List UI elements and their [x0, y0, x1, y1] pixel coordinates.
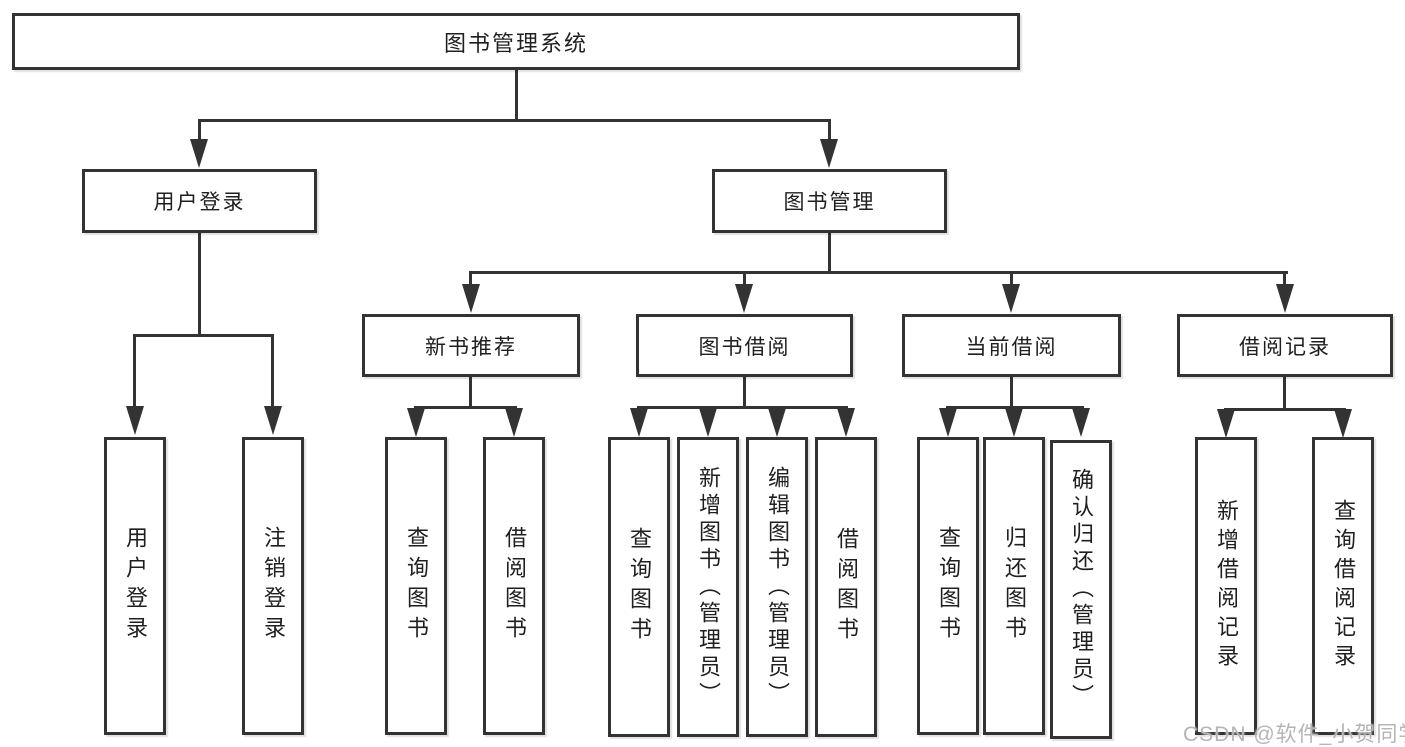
leaf-edit-books-admin: 编辑图书（管理员）: [746, 437, 808, 737]
leaf-confirm-return-admin: 确认归还（管理员）: [1050, 440, 1112, 739]
connector-line: [515, 70, 518, 121]
leaf-label: 确认归还（管理员）: [1069, 468, 1094, 711]
arrow-down-icon: [126, 406, 144, 435]
leaf-user-login: 用户登录: [104, 437, 166, 735]
connector-line: [637, 406, 848, 409]
connector-line: [1224, 408, 1346, 411]
leaf-label: 借阅图书: [834, 527, 859, 647]
connector-line: [470, 271, 1288, 274]
connector-line: [469, 271, 472, 284]
node-user-login: 用户登录: [82, 169, 317, 233]
arrow-down-icon: [1072, 408, 1090, 437]
leaf-query-books: 查询图书: [917, 437, 979, 735]
connector-line: [1283, 377, 1286, 410]
connector-line: [414, 406, 517, 409]
leaf-label: 新增借阅记录: [1214, 499, 1239, 673]
node-book-management: 图书管理: [712, 169, 947, 233]
arrow-down-icon: [735, 284, 753, 313]
arrow-down-icon: [264, 406, 282, 435]
leaf-label: 编辑图书（管理员）: [765, 465, 790, 709]
leaf-label: 归还图书: [1002, 526, 1027, 646]
leaf-label: 查询图书: [936, 526, 961, 646]
arrow-down-icon: [190, 139, 208, 168]
node-new-book-recommend: 新书推荐: [362, 314, 580, 377]
leaf-label: 查询图书: [627, 527, 652, 647]
arrow-down-icon: [462, 284, 480, 313]
node-borrowing-records: 借阅记录: [1177, 314, 1393, 377]
arrow-down-icon: [699, 408, 717, 437]
node-current-borrowing: 当前借阅: [902, 314, 1121, 377]
leaf-query-books: 查询图书: [608, 437, 670, 737]
leaf-query-books: 查询图书: [385, 437, 447, 735]
leaf-add-borrow-record: 新增借阅记录: [1195, 437, 1257, 735]
connector-line: [198, 119, 201, 141]
csdn-watermark: CSDN @软件_小贺同学: [1183, 723, 1405, 746]
leaf-label: 注销登录: [261, 526, 286, 646]
connector-line: [133, 334, 136, 406]
connector-line: [743, 377, 746, 408]
connector-line: [1010, 271, 1013, 284]
connector-line: [133, 334, 274, 337]
node-book-borrowing: 图书借阅: [636, 314, 853, 377]
arrow-down-icon: [1217, 409, 1235, 438]
leaf-label: 查询借阅记录: [1331, 499, 1356, 673]
arrow-down-icon: [630, 408, 648, 437]
leaf-label: 借阅图书: [502, 526, 527, 646]
connector-line: [828, 119, 831, 141]
leaf-query-borrow-record: 查询借阅记录: [1312, 437, 1374, 735]
arrow-down-icon: [939, 408, 957, 437]
leaf-borrow-books: 借阅图书: [815, 437, 877, 737]
arrow-down-icon: [768, 408, 786, 437]
leaf-label: 用户登录: [123, 526, 148, 646]
arrow-down-icon: [1005, 408, 1023, 437]
leaf-borrow-books: 借阅图书: [483, 437, 545, 735]
connector-line: [1283, 271, 1286, 284]
leaf-logout: 注销登录: [242, 437, 304, 735]
node-library-management-system: 图书管理系统: [12, 13, 1020, 70]
leaf-label: 查询图书: [404, 526, 429, 646]
arrow-down-icon: [1334, 409, 1352, 438]
leaf-label: 新增图书（管理员）: [696, 465, 721, 709]
leaf-return-books: 归还图书: [983, 437, 1045, 735]
connector-line: [198, 119, 831, 122]
connector-line: [198, 233, 201, 336]
connector-line: [271, 334, 274, 406]
connector-line: [743, 271, 746, 284]
arrow-down-icon: [1002, 284, 1020, 313]
leaf-add-books-admin: 新增图书（管理员）: [677, 437, 739, 737]
arrow-down-icon: [407, 408, 425, 437]
arrow-down-icon: [505, 408, 523, 437]
connector-line: [469, 377, 472, 408]
arrow-down-icon: [1276, 284, 1294, 313]
arrow-down-icon: [820, 139, 838, 168]
connector-line: [946, 406, 1084, 409]
connector-line: [828, 233, 831, 273]
connector-line: [1010, 377, 1013, 408]
arrow-down-icon: [837, 408, 855, 437]
